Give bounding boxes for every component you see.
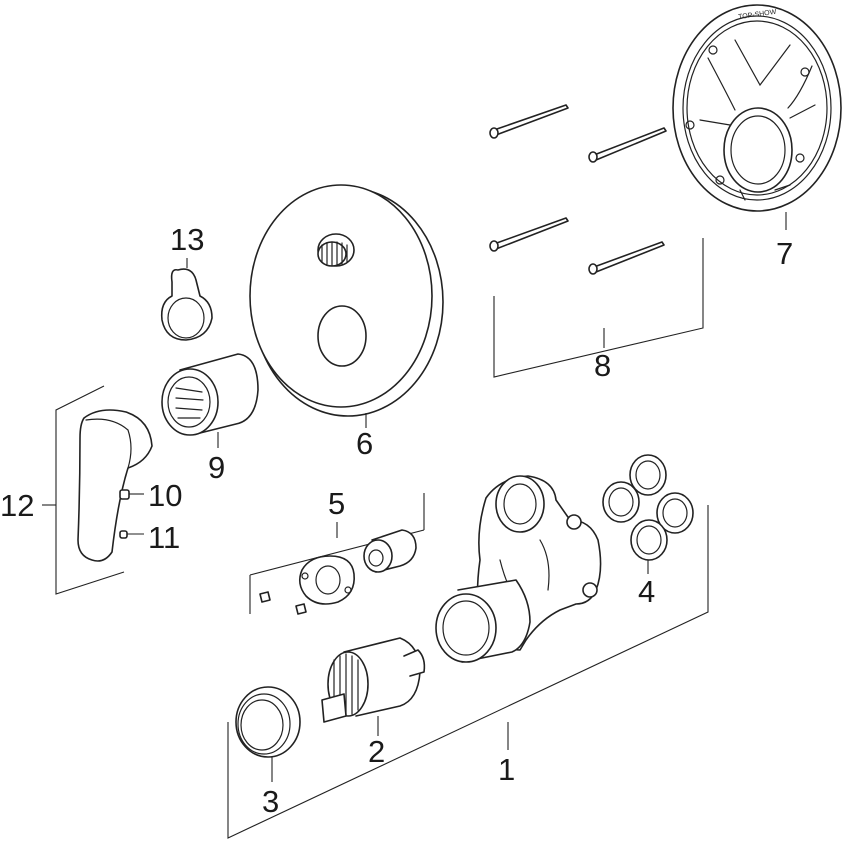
diverter-cartridge [363,529,417,573]
mixing-cartridge [321,637,426,736]
screws-set [489,104,704,378]
label-2: 2 [368,734,385,769]
label-1: 1 [498,752,515,787]
label-12: 12 [0,488,34,523]
label-10: 10 [148,478,182,513]
label-13: 13 [170,222,204,257]
sleeve [161,353,259,448]
label-3: 3 [262,784,279,819]
cover-plate [249,184,444,428]
mounting-plate: TOP-SHOW [672,4,842,230]
grub-screws [119,489,144,539]
label-8: 8 [594,348,611,383]
valve-sleeve [435,579,531,663]
diverter-knob [317,233,355,267]
diverter-set [249,493,425,615]
label-7: 7 [776,236,793,271]
label-9: 9 [208,450,225,485]
o-rings [602,454,694,574]
label-6: 6 [356,426,373,461]
handle-insert [160,258,213,341]
valve-body [227,475,709,839]
label-5: 5 [328,486,345,521]
lever-handle [42,385,153,595]
label-4: 4 [638,574,655,609]
retaining-ring [235,686,301,782]
diverter-flange [298,555,355,605]
label-11: 11 [148,520,180,555]
diverter-screws [259,591,307,615]
